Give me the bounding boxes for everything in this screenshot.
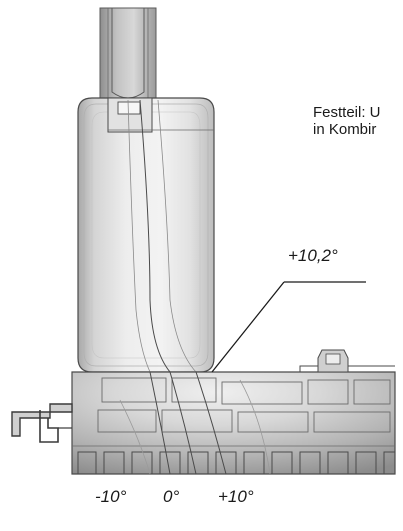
scale-label-minus-10: -10°: [95, 487, 127, 506]
scale-label-0: 0°: [163, 487, 180, 506]
angle-callout-leader: [211, 281, 366, 373]
annotation-line-1: Festteil: U: [313, 104, 381, 121]
glass-pane: [99, 7, 157, 101]
angle-callout-label: +10,2°: [288, 246, 338, 265]
scale-label-plus-10: +10°: [218, 487, 254, 506]
annotation-text: Festteil: U in Kombir: [313, 104, 403, 138]
sash-profile: [77, 97, 215, 373]
external-sill-profile: [11, 403, 73, 443]
annotation-line-2: in Kombir: [313, 121, 377, 138]
frame-stop: [299, 349, 395, 373]
frame-profile: [71, 371, 396, 475]
